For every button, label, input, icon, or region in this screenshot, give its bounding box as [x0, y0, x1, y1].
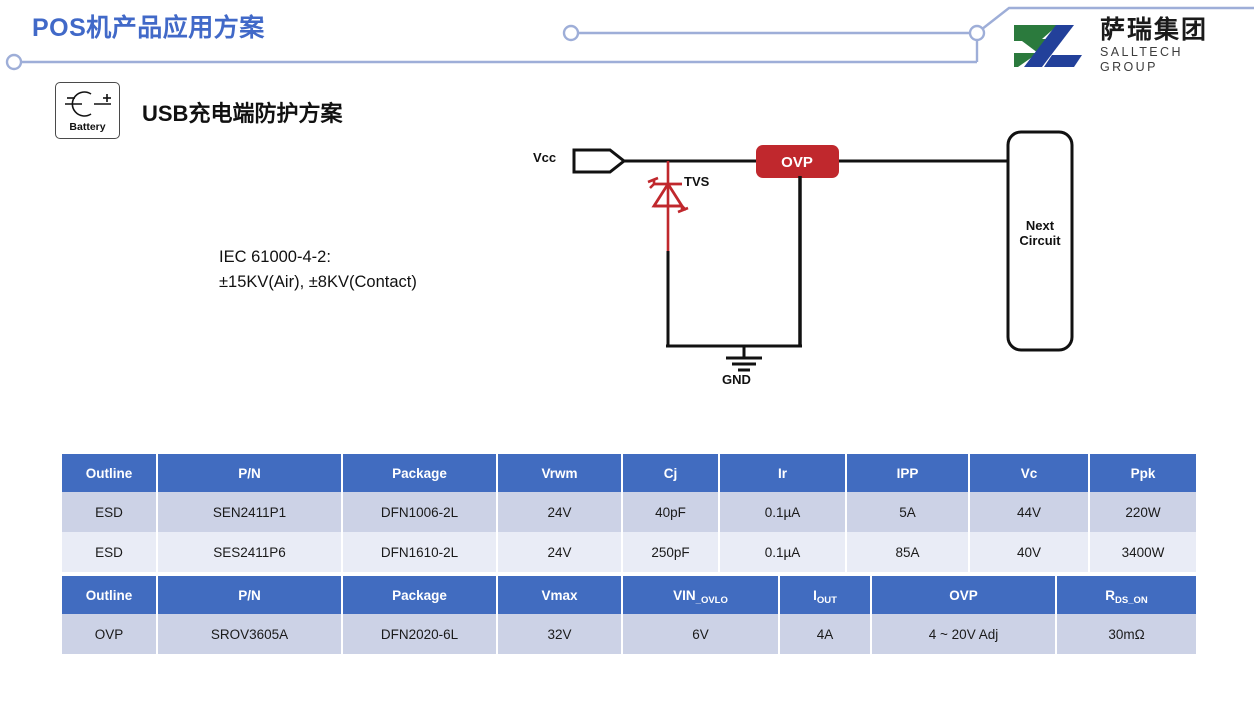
- salltech-logo-icon: [1014, 25, 1082, 67]
- cell-package: DFN1610-2L: [341, 532, 498, 572]
- col-header-vin-ovlo: VIN_OVLO: [621, 576, 780, 614]
- col-header-rds-on: RDS_ON: [1055, 576, 1196, 614]
- col-header-ir: Ir: [718, 454, 847, 492]
- esd-parameters-table: Outline P/N Package Vrwm Cj Ir IPP Vc Pp…: [62, 454, 1196, 572]
- table-header-row: Outline P/N Package Vmax VIN_OVLO IOUT O…: [62, 576, 1196, 614]
- col-header-cj: Cj: [621, 454, 720, 492]
- table-row: OVP SROV3605A DFN2020-6L 32V 6V 4A 4 ~ 2…: [62, 614, 1196, 654]
- table-row: ESD SES2411P6 DFN1610-2L 24V 250pF 0.1µA…: [62, 532, 1196, 572]
- section-subtitle-cn: 充电端防护方案: [188, 101, 343, 126]
- cell-ir: 0.1µA: [718, 492, 847, 532]
- cell-ir: 0.1µA: [718, 532, 847, 572]
- col-header-ppk: Ppk: [1088, 454, 1196, 492]
- col-header-pn: P/N: [156, 576, 343, 614]
- cell-outline: OVP: [62, 614, 158, 654]
- circuit-diagram: OVP Vcc TVS GND Next Circuit: [500, 120, 1120, 410]
- tvs-label: TVS: [684, 174, 710, 189]
- cell-vc: 40V: [968, 532, 1090, 572]
- svg-text:OVP: OVP: [781, 154, 813, 171]
- logo-en-text: SALLTECH GROUP: [1100, 44, 1183, 74]
- logo-cn-text: 萨瑞集团: [1100, 16, 1209, 45]
- header-decoration: [5, 6, 1254, 71]
- col-header-outline: Outline: [62, 576, 158, 614]
- cell-package: DFN2020-6L: [341, 614, 498, 654]
- col-header-package: Package: [341, 454, 498, 492]
- col-header-package: Package: [341, 576, 498, 614]
- cell-pn: SROV3605A: [156, 614, 343, 654]
- cell-cj: 250pF: [621, 532, 720, 572]
- cell-vmax: 32V: [496, 614, 623, 654]
- cell-package: DFN1006-2L: [341, 492, 498, 532]
- cell-iout: 4A: [778, 614, 872, 654]
- section-subtitle: USB充电端防护方案: [142, 96, 342, 128]
- next-circuit-label-line2: Circuit: [1019, 233, 1061, 248]
- cell-ppk: 3400W: [1088, 532, 1196, 572]
- brand-logo: 萨瑞集团 SALLTECH GROUP: [1012, 16, 1244, 74]
- table-header-row: Outline P/N Package Vrwm Cj Ir IPP Vc Pp…: [62, 454, 1196, 492]
- col-header-outline: Outline: [62, 454, 158, 492]
- page-title: POS机产品应用方案: [32, 14, 265, 42]
- cell-ovp: 4 ~ 20V Adj: [870, 614, 1057, 654]
- col-header-vrwm: Vrwm: [496, 454, 623, 492]
- battery-badge: Battery: [55, 82, 120, 139]
- vcc-label: Vcc: [533, 150, 557, 165]
- cell-ppk: 220W: [1088, 492, 1196, 532]
- col-header-vc: Vc: [968, 454, 1090, 492]
- cell-ipp: 85A: [845, 532, 970, 572]
- cell-pn: SEN2411P1: [156, 492, 343, 532]
- battery-cell-icon: [65, 91, 111, 117]
- cell-vrwm: 24V: [496, 492, 623, 532]
- cell-outline: ESD: [62, 532, 158, 572]
- battery-badge-label: Battery: [69, 121, 106, 133]
- next-circuit-label-line1: Next: [1025, 218, 1055, 233]
- cell-ipp: 5A: [845, 492, 970, 532]
- cell-outline: ESD: [62, 492, 158, 532]
- gnd-label: GND: [722, 372, 751, 387]
- ovp-parameters-table: Outline P/N Package Vmax VIN_OVLO IOUT O…: [62, 576, 1196, 654]
- cell-cj: 40pF: [621, 492, 720, 532]
- cell-pn: SES2411P6: [156, 532, 343, 572]
- cell-vin-ovlo: 6V: [621, 614, 780, 654]
- cell-vc: 44V: [968, 492, 1090, 532]
- iec-standard-note: IEC 61000-4-2: ±15KV(Air), ±8KV(Contact): [219, 248, 417, 291]
- col-header-iout: IOUT: [778, 576, 872, 614]
- cell-vrwm: 24V: [496, 532, 623, 572]
- col-header-ipp: IPP: [845, 454, 970, 492]
- cell-rds-on: 30mΩ: [1055, 614, 1196, 654]
- col-header-pn: P/N: [156, 454, 343, 492]
- col-header-vmax: Vmax: [496, 576, 623, 614]
- table-row: ESD SEN2411P1 DFN1006-2L 24V 40pF 0.1µA …: [62, 492, 1196, 532]
- col-header-ovp: OVP: [870, 576, 1057, 614]
- section-subtitle-lat: USB: [142, 101, 189, 126]
